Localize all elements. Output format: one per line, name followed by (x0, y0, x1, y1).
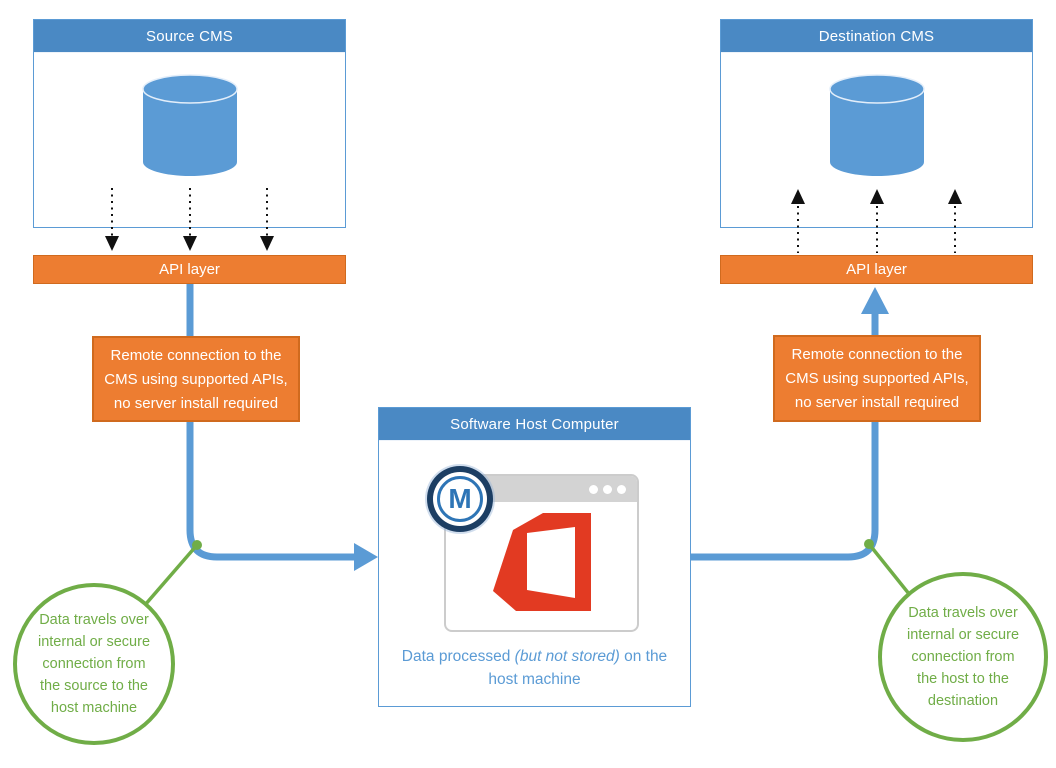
note-line: connection from (42, 656, 146, 672)
destination-api-arrowhead-icon (861, 287, 889, 314)
right-note-dot-icon (864, 539, 874, 549)
callout-line: CMS using supported APIs, (785, 370, 969, 387)
source-cms-body (34, 53, 345, 178)
badge-letter: M (448, 483, 472, 514)
down-arrowhead-icon (105, 236, 119, 251)
software-host-header: Software Host Computer (379, 408, 690, 441)
destination-remote-connection-callout: Remote connection to the CMS using suppo… (773, 335, 981, 422)
window-dot-icon (617, 484, 626, 494)
note-line: connection from (911, 649, 1015, 665)
callout-line: no server install required (113, 395, 279, 412)
note-line: Data travels over (908, 605, 1018, 621)
destination-cms-box: Destination CMS (720, 19, 1033, 228)
caption-italic-text: (but not stored) (514, 648, 620, 665)
office-logo-icon (493, 513, 591, 611)
window-dot-icon (589, 484, 598, 494)
note-line: internal or secure (906, 627, 1020, 643)
note-line: host machine (50, 700, 138, 716)
caption-text: Data processed (401, 648, 515, 665)
host-inbound-arrowhead-icon (354, 543, 378, 571)
source-api-layer-bar: API layer (33, 255, 346, 284)
destination-cms-body (721, 53, 1032, 178)
note-line: Data travels over (39, 612, 149, 628)
down-arrowhead-icon (260, 236, 274, 251)
software-host-box: Software Host Computer M Data processed (378, 407, 691, 707)
window-dot-icon (603, 484, 612, 494)
down-arrowhead-icon (183, 236, 197, 251)
destination-cms-header: Destination CMS (721, 20, 1032, 53)
note-line: the host to the (917, 671, 1009, 687)
metalogix-badge-icon: M (427, 466, 493, 532)
right-note-circle: Data travels over internal or secure con… (878, 572, 1048, 742)
callout-line: Remote connection to the (791, 346, 963, 363)
app-window: M (427, 466, 639, 632)
note-line: the source to the (39, 678, 148, 694)
left-note-dot-icon (192, 540, 202, 550)
source-remote-connection-callout: Remote connection to the CMS using suppo… (92, 336, 300, 422)
note-line: destination (927, 693, 999, 709)
destination-database-cylinder-icon (828, 74, 925, 176)
caption-text: on the host machine (488, 648, 668, 688)
host-caption: Data processed (but not stored) on the h… (379, 645, 690, 691)
destination-api-layer-bar: API layer (720, 255, 1033, 284)
left-note-circle: Data travels over internal or secure con… (13, 583, 175, 745)
callout-line: Remote connection to the (110, 347, 282, 364)
source-cms-header: Source CMS (34, 20, 345, 53)
note-line: internal or secure (37, 634, 151, 650)
callout-line: CMS using supported APIs, (104, 371, 288, 388)
source-database-cylinder-icon (141, 74, 238, 176)
callout-line: no server install required (794, 394, 960, 411)
source-cms-box: Source CMS (33, 19, 346, 228)
